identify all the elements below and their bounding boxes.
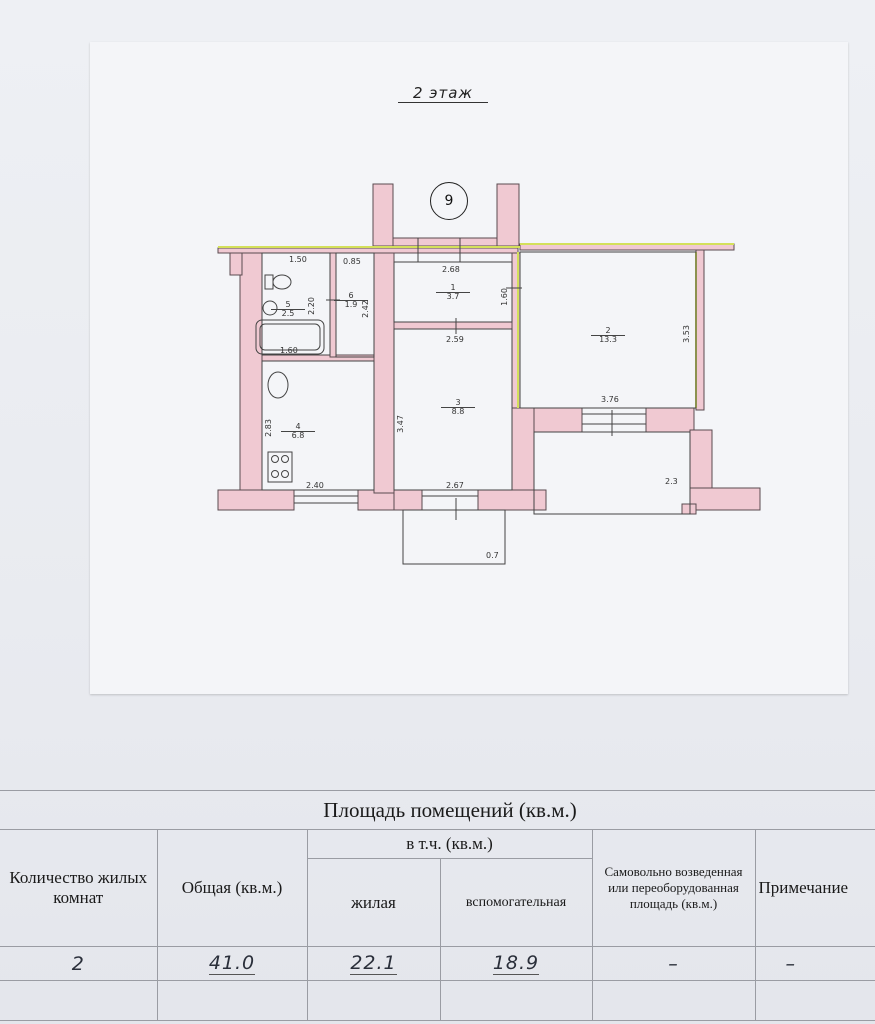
- value-total: 41.0: [208, 952, 256, 975]
- dim-label: 3.53: [681, 325, 691, 343]
- plan-inner-lines: [255, 238, 697, 565]
- dim-label: 2.42: [360, 300, 370, 318]
- dim-label: 2.67: [446, 481, 464, 490]
- room-2-number: 2: [605, 326, 611, 335]
- table-subtitle: в т.ч. (кв.м.): [306, 829, 593, 859]
- col-auxiliary: вспомогательная: [439, 858, 593, 947]
- value-rooms-count: 2: [71, 952, 85, 975]
- value-auxiliary: 18.9: [492, 952, 540, 975]
- dim-label: 1.60: [280, 346, 298, 355]
- dim-label: 2.40: [306, 481, 324, 490]
- room-3-area: 8.8: [441, 407, 475, 416]
- dim-label: 0.7: [486, 551, 499, 560]
- room-4-number: 4: [295, 422, 301, 431]
- room-4-area: 6.8: [281, 431, 315, 440]
- col-living: жилая: [306, 858, 441, 947]
- room-1-number: 1: [450, 283, 456, 292]
- room-2-area: 13.3: [591, 335, 625, 344]
- floor-title: 2 этаж: [398, 84, 488, 103]
- dim-label: 3.47: [395, 415, 405, 433]
- dim-label: 2.59: [446, 335, 464, 344]
- room-3-number: 3: [455, 398, 461, 407]
- room-2-label: 2 13.3: [591, 327, 625, 344]
- dim-label: 2.20: [306, 297, 316, 315]
- room-1-area: 3.7: [436, 292, 470, 301]
- plan-walls: [217, 183, 761, 515]
- table-title: Площадь помещений (кв.м.): [0, 790, 875, 830]
- dim-label: 1.50: [289, 255, 307, 264]
- table-row-empty: [0, 980, 875, 1021]
- dim-label: 2.3: [665, 477, 678, 486]
- room-6-label: 6 1.9: [334, 292, 368, 309]
- room-5-area: 2.5: [271, 309, 305, 318]
- dim-label: 3.76: [601, 395, 619, 404]
- dim-label: 0.85: [343, 257, 361, 266]
- col-unauthorized: Самовольно возведенная или переоборудова…: [591, 829, 756, 947]
- value-note: –: [785, 952, 796, 975]
- room-3-label: 3 8.8: [441, 399, 475, 416]
- table-row: 2 41.0 22.1 18.9 – –: [0, 946, 875, 981]
- areas-table-wrap: Площадь помещений (кв.м.) Количество жил…: [0, 790, 875, 1024]
- col-total: Общая (кв.м.): [156, 829, 308, 947]
- value-unauthorized: –: [668, 952, 679, 975]
- value-living: 22.1: [350, 952, 397, 975]
- floor-plan-paper: [90, 42, 848, 694]
- room-1-label: 1 3.7: [436, 284, 470, 301]
- areas-table: Площадь помещений (кв.м.) Количество жил…: [0, 790, 875, 1021]
- room-4-label: 4 6.8: [281, 423, 315, 440]
- col-note: Примечание: [754, 829, 875, 947]
- room-6-number: 6: [348, 291, 354, 300]
- dim-label: 2.68: [442, 265, 460, 274]
- col-rooms-count: Количество жилых комнат: [0, 829, 158, 947]
- apartment-number-badge: 9: [430, 182, 468, 220]
- dim-label: 2.83: [263, 419, 273, 437]
- room-5-number: 5: [285, 300, 291, 309]
- room-5-label: 5 2.5: [271, 301, 305, 318]
- dim-label: 1.60: [499, 288, 509, 306]
- room-6-area: 1.9: [334, 300, 368, 309]
- floor-plan-drawing: [217, 183, 761, 565]
